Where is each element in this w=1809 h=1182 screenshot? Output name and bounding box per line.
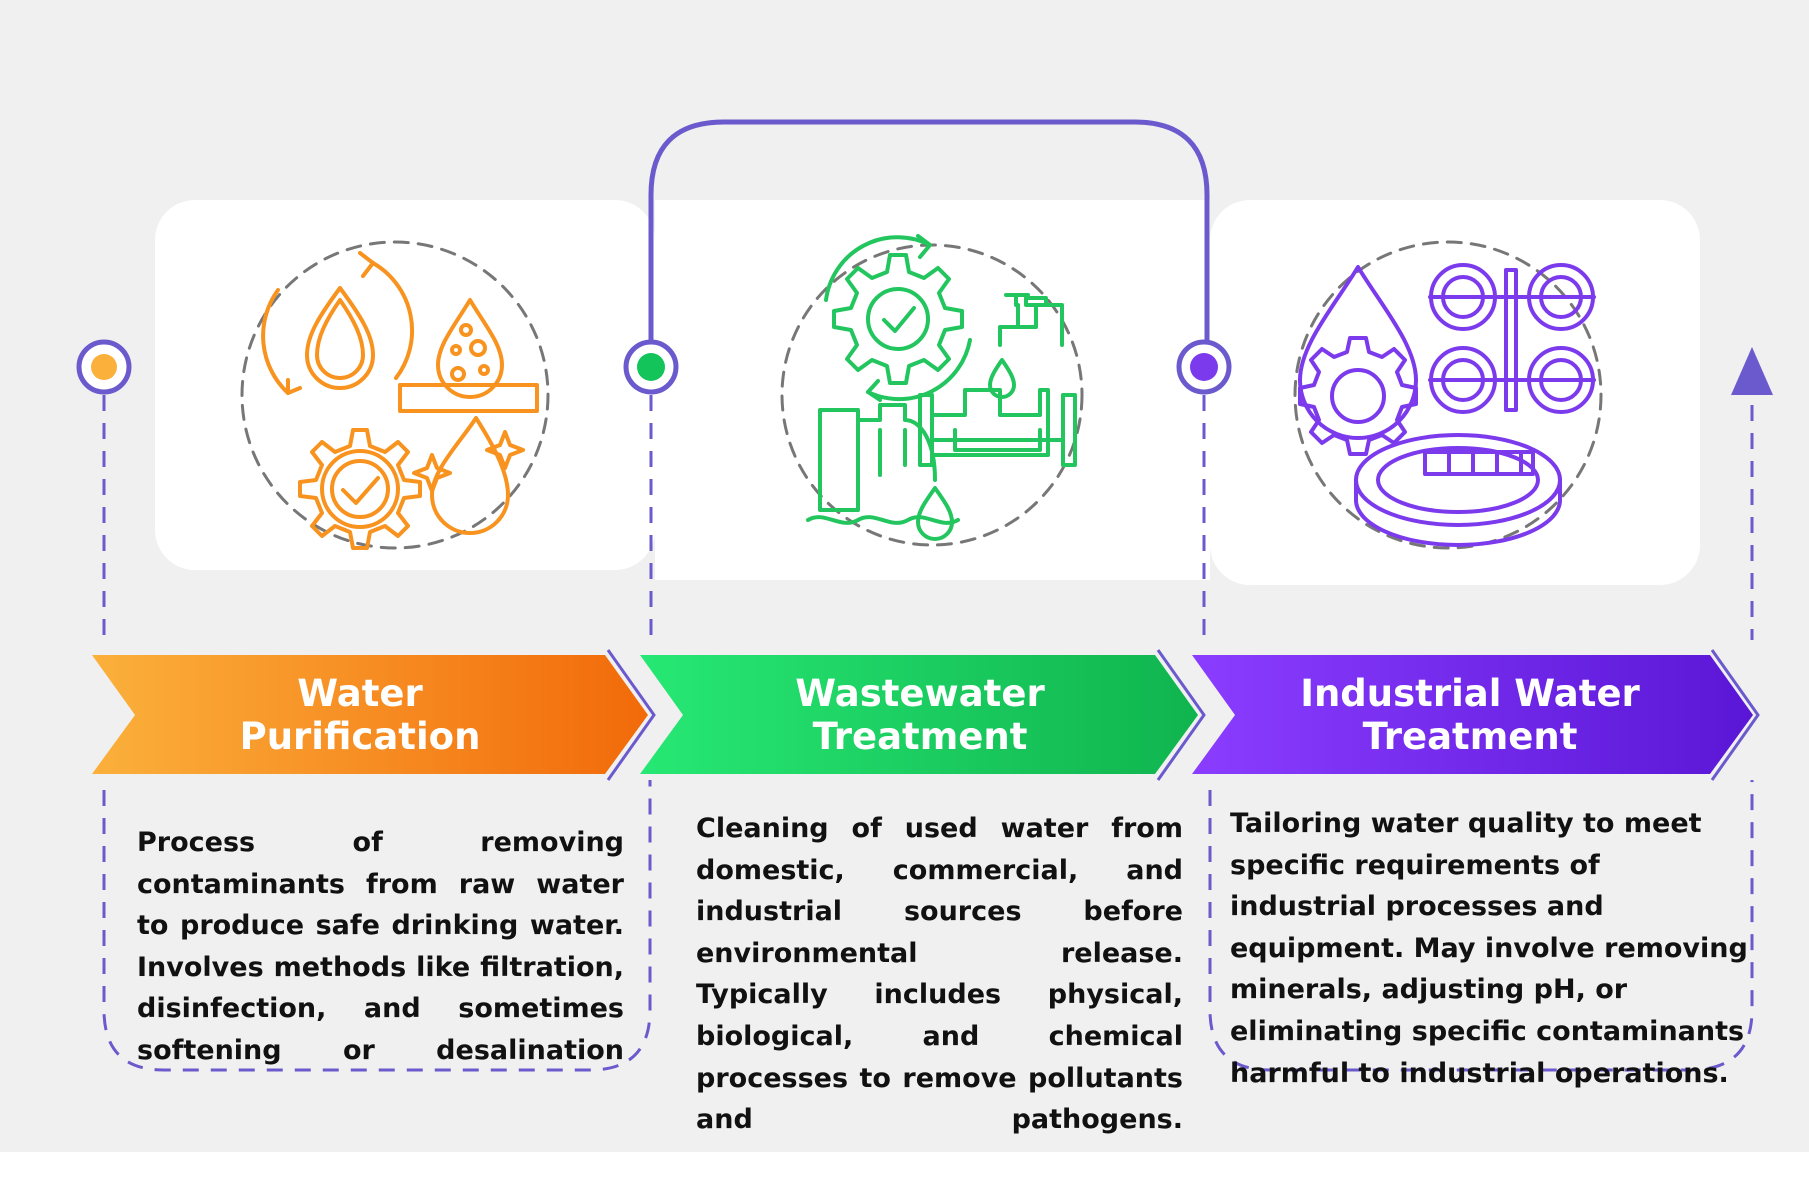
node-3 — [1176, 339, 1232, 395]
step-3-title-line-2: Treatment — [1362, 715, 1578, 758]
step-3-description: Tailoring water quality to meet specific… — [1230, 808, 1748, 1089]
description-box-outlines — [102, 780, 1754, 1072]
banner-chevron-outline-1 — [606, 649, 656, 781]
step-1-title-line-1: Water — [297, 672, 423, 715]
banner-3 — [1192, 655, 1753, 774]
node-2 — [623, 339, 679, 395]
top-loop-connector — [648, 119, 1210, 368]
step-3-title: Industrial Water Treatment — [1260, 672, 1680, 758]
step-1-description: Process of removing contaminants from ra… — [137, 827, 624, 1066]
infographic-canvas: Water Purification Wastewater Treatment … — [0, 0, 1809, 1152]
dashed-connectors — [102, 395, 1754, 640]
step-2-title: Wastewater Treatment — [720, 672, 1120, 758]
diagram-art — [76, 119, 1773, 1072]
step-1-title: Water Purification — [160, 672, 560, 758]
step-2-description: Cleaning of used water from domestic, co… — [696, 813, 1183, 1136]
banner-2 — [640, 655, 1198, 774]
banner-chevron-outline-2 — [1156, 649, 1206, 781]
banner-chevron-outline-3 — [1710, 649, 1760, 781]
arrow-up-icon — [1731, 347, 1773, 395]
node-1 — [76, 339, 132, 395]
step-1-title-line-2: Purification — [239, 715, 481, 758]
step-2-title-line-2: Treatment — [812, 715, 1028, 758]
industrial-water-treatment-icon — [1293, 240, 1603, 550]
step-2-title-line-1: Wastewater — [795, 672, 1045, 715]
panel-3 — [1210, 200, 1700, 585]
banner-1 — [92, 655, 648, 774]
wastewater-treatment-icon — [780, 234, 1084, 547]
water-purification-icon — [240, 240, 550, 550]
step-3-title-line-1: Industrial Water — [1300, 672, 1640, 715]
